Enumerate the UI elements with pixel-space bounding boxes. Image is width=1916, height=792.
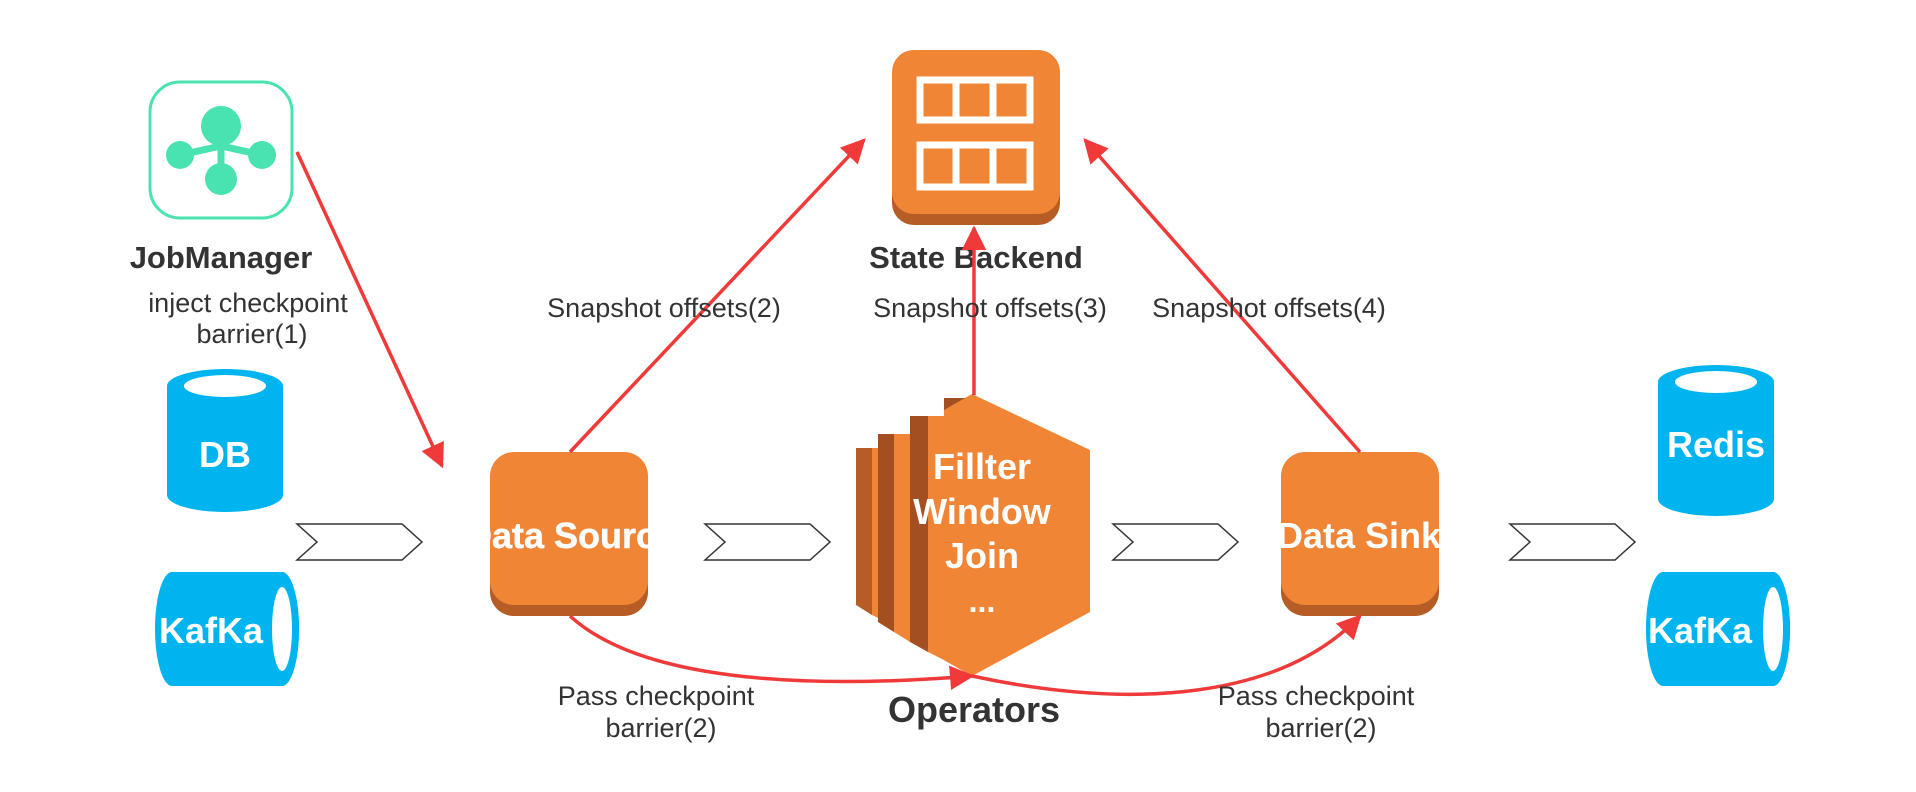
chevron-arrow-icon [703,523,832,561]
kafka-left-cylinder-icon: KafKa [155,572,299,686]
pass-barrier-arrow-left [568,614,975,690]
kafka-right-cylinder-icon: KafKa [1646,572,1790,686]
operators-line-1: Fillter [933,446,1031,487]
operators-lines: Fillter Window Join ... [913,446,1052,619]
inject-label-line2: barrier(1) [196,319,307,349]
chevron-arrow-icon [295,523,424,561]
snapshot-arrow-4 [1083,138,1362,454]
redis-cylinder-icon: Redis [1658,365,1774,516]
data-source-label: Data Source [466,515,676,556]
snapshot-label-2: Snapshot offsets(2) [547,293,781,323]
data-sink-node: Data Sink [1277,452,1442,616]
chevron-arrow-icon [1508,523,1637,561]
operators-line-2: Window [913,491,1052,532]
state-backend-box [892,50,1060,214]
operators-line-3: Join [945,535,1019,576]
pass-label-right-line1: Pass checkpoint [1218,681,1415,711]
kafka-right-label: KafKa [1648,610,1753,651]
operators-line-4: ... [969,583,996,619]
pass-label-right-line2: barrier(2) [1265,713,1376,743]
pass-label-left-line2: barrier(2) [605,713,716,743]
snapshot-label-3: Snapshot offsets(3) [873,293,1107,323]
data-sink-box [1281,452,1439,605]
operators-label: Operators [888,689,1060,730]
pass-label-left-line1: Pass checkpoint [558,681,755,711]
pass-barrier-arrow-right [971,614,1362,696]
table-grid-icon [916,76,1034,191]
data-source-node: Data Source [466,452,676,616]
checkpoint-arrows [295,138,1362,696]
inject-label-line1: inject checkpoint [148,288,348,318]
inject-barrier-arrow [295,151,444,469]
data-sink-label: Data Sink [1277,515,1442,556]
network-hub-icon [166,106,276,195]
jobmanager-node: JobManager [130,80,313,275]
jobmanager-label: JobManager [130,240,313,275]
snapshot-arrow-2 [568,138,866,454]
database-cylinder-icon: DB [167,369,283,512]
db-label: DB [199,434,251,475]
chevron-arrow-icon [1111,523,1240,561]
state-backend-label: State Backend [869,240,1083,275]
kafka-left-label: KafKa [159,610,264,651]
state-backend-node: State Backend [869,50,1083,275]
redis-label: Redis [1667,424,1765,465]
stacked-compute-icon [856,394,1090,676]
data-source-box [490,452,648,605]
snapshot-label-4: Snapshot offsets(4) [1152,293,1386,323]
